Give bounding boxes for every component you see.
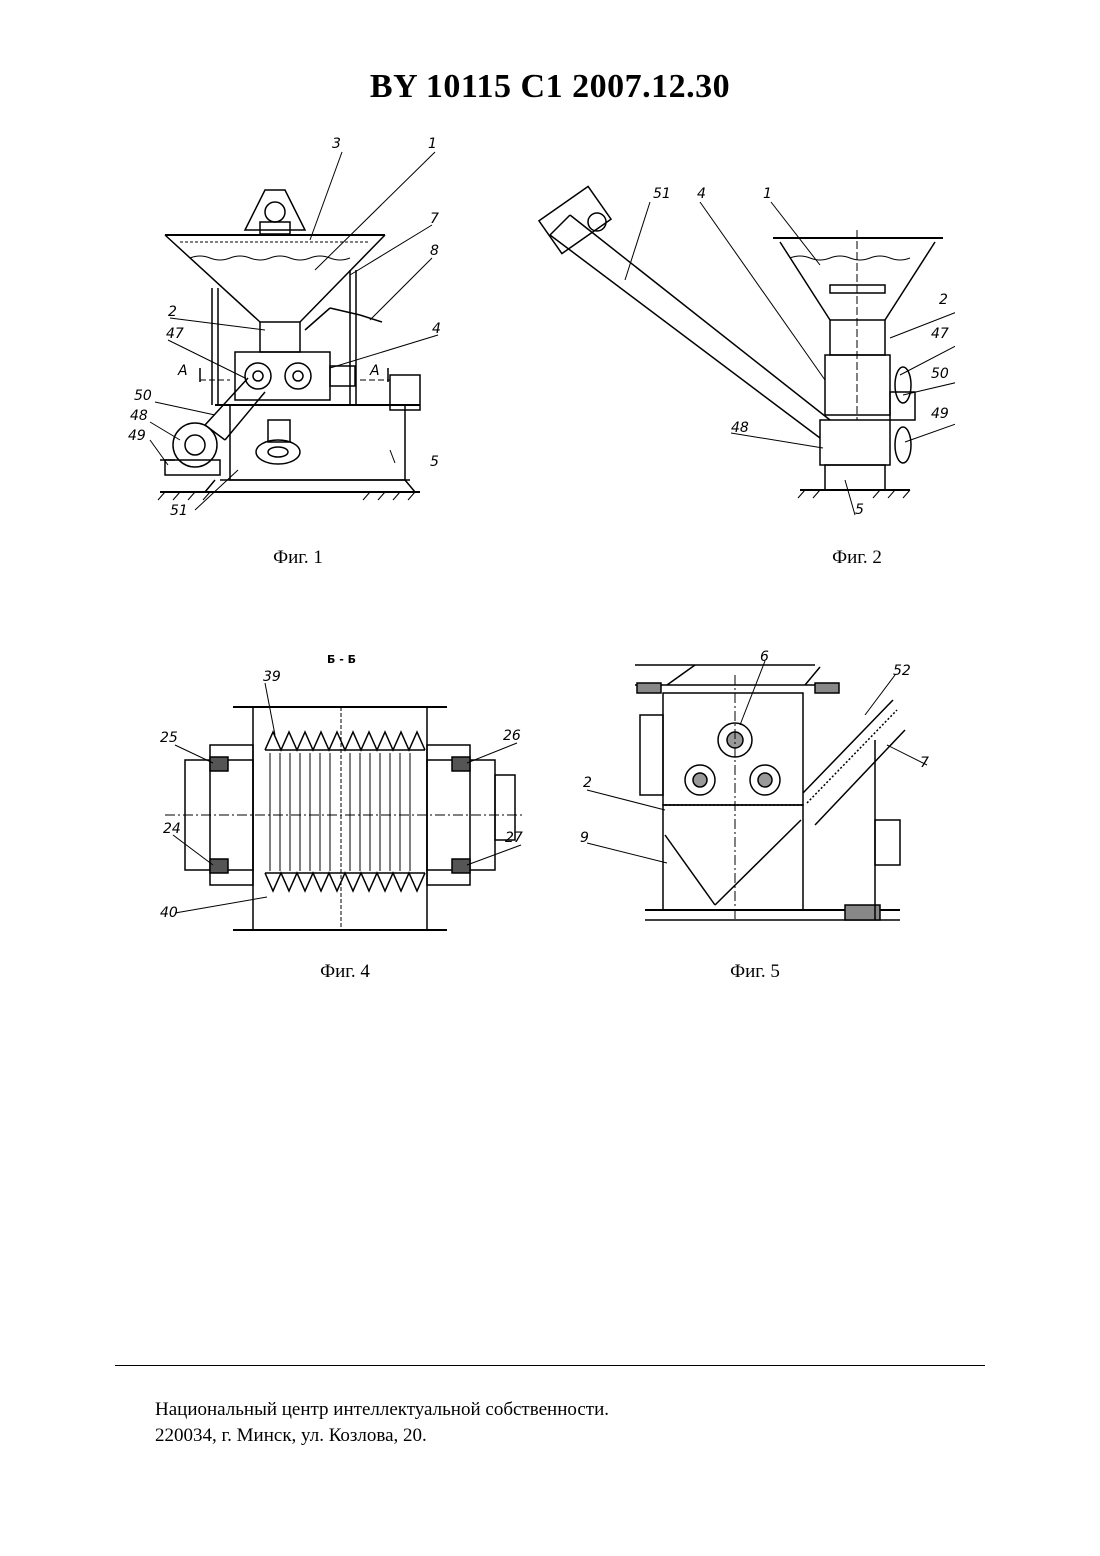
document-header: BY 10115 C1 2007.12.30: [0, 68, 1100, 106]
figure-2: 51 4 1 2 47 50 48 49 5: [535, 180, 955, 520]
fig5-label-6: 6: [760, 649, 769, 665]
figure-1: 3 1 7 8 2 47 4 A A 50 48 49 5 51: [120, 130, 450, 530]
figure-1-caption: Фиг. 1: [238, 547, 358, 569]
footer-org-name: Национальный центр интеллектуальной собс…: [155, 1397, 609, 1423]
fig4-label-26: 26: [503, 728, 521, 744]
fig1-label-a-left: A: [177, 363, 188, 379]
fig4-label-24: 24: [163, 821, 181, 837]
figure-5-drawing: 6 52 7 2 9: [575, 645, 945, 940]
footer-address: 220034, г. Минск, ул. Козлова, 20.: [155, 1423, 609, 1449]
fig1-label-47: 47: [166, 326, 184, 342]
figure-2-caption: Фиг. 2: [797, 547, 917, 569]
fig1-label-1: 1: [428, 136, 437, 152]
fig2-label-50: 50: [931, 366, 949, 382]
fig1-label-5: 5: [430, 454, 439, 470]
fig2-label-4: 4: [697, 186, 706, 202]
fig1-label-48: 48: [130, 408, 148, 424]
fig2-label-49: 49: [931, 406, 949, 422]
fig1-label-a-right: A: [369, 363, 380, 379]
figure-4-caption: Фиг. 4: [285, 961, 405, 983]
fig2-label-2: 2: [939, 292, 948, 308]
fig1-label-51: 51: [170, 503, 188, 519]
fig5-label-9: 9: [580, 830, 589, 846]
fig2-label-1: 1: [763, 186, 772, 202]
fig2-label-48: 48: [731, 420, 749, 436]
fig1-label-8: 8: [430, 243, 439, 259]
fig1-label-4: 4: [432, 321, 441, 337]
fig4-label-39: 39: [263, 669, 281, 685]
figure-4-drawing: Б - Б: [155, 645, 535, 940]
fig1-label-49: 49: [128, 428, 146, 444]
fig1-label-3: 3: [332, 136, 341, 152]
fig2-label-5: 5: [855, 502, 864, 518]
fig4-section-label: Б - Б: [327, 653, 356, 666]
fig1-label-50: 50: [134, 388, 152, 404]
footer: Национальный центр интеллектуальной собс…: [155, 1397, 609, 1449]
fig5-label-52: 52: [893, 663, 911, 679]
fig5-label-2: 2: [583, 775, 592, 791]
fig2-label-51: 51: [653, 186, 671, 202]
figure-2-drawing: 51 4 1 2 47 50 48 49 5: [535, 180, 955, 520]
figure-4: Б - Б: [155, 645, 535, 940]
fig5-label-7: 7: [920, 755, 929, 771]
fig4-label-25: 25: [160, 730, 178, 746]
fig2-label-47: 47: [931, 326, 949, 342]
fig1-label-2: 2: [168, 304, 177, 320]
figure-5: 6 52 7 2 9: [575, 645, 945, 940]
fig4-label-40: 40: [160, 905, 178, 921]
figure-1-drawing: 3 1 7 8 2 47 4 A A 50 48 49 5 51: [120, 130, 450, 530]
fig1-label-7: 7: [430, 211, 439, 227]
figure-5-caption: Фиг. 5: [695, 961, 815, 983]
fig4-label-27: 27: [505, 830, 523, 846]
footer-divider: [115, 1365, 985, 1366]
